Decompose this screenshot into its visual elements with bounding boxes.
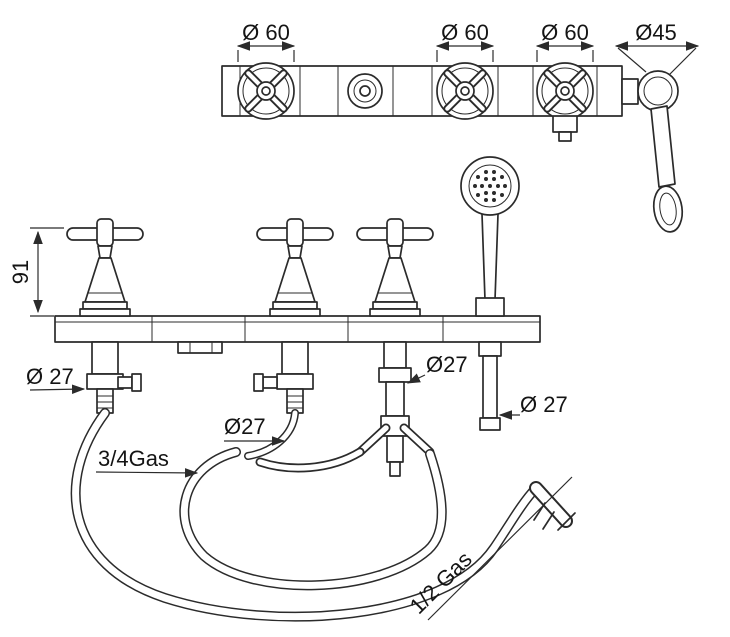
cross-handle-top-left — [238, 63, 294, 119]
dim-dia27-shower: Ø 27 — [498, 392, 568, 420]
dim-label-dia60-right: Ø 60 — [541, 20, 589, 45]
handshower-holder-socket — [475, 297, 505, 317]
diverter-tee-body — [378, 341, 412, 477]
dim-label-dia27-shower: Ø 27 — [520, 392, 568, 417]
spray-face-dots — [473, 170, 507, 202]
valve-body-left — [86, 341, 142, 414]
dim-dia60-left: Ø 60 — [236, 20, 296, 62]
handshower-front-handle — [481, 213, 499, 301]
dim-label-dia60-middle: Ø 60 — [441, 20, 489, 45]
top-view — [221, 63, 684, 233]
spout-top-view — [347, 73, 383, 109]
cross-handle-top-right — [537, 63, 593, 119]
dim-label-dia27-tee: Ø27 — [426, 352, 468, 377]
front-annotations: 91 Ø 27 Ø27 Ø27 Ø 27 3/4Gas 1/2 Gas — [8, 227, 573, 621]
front-view — [54, 156, 541, 477]
dim-dia60-middle: Ø 60 — [435, 20, 495, 62]
dim-34gas: 3/4Gas — [95, 446, 199, 478]
top-dimensions: Ø 60 Ø 60 Ø 60 Ø45 — [236, 20, 700, 75]
deck-joint-lines — [151, 315, 444, 343]
handshower-handle — [650, 105, 676, 188]
handshower-front-view — [460, 156, 520, 317]
dim-dia27-tee: Ø27 — [406, 352, 468, 384]
tee-angled-ports — [355, 423, 435, 457]
left-port-pipe — [255, 447, 365, 473]
dim-91: 91 — [8, 227, 64, 317]
dim-label-34gas: 3/4Gas — [98, 446, 169, 471]
deck-plate-outline — [54, 315, 541, 343]
hose-end-fitting — [529, 481, 576, 531]
handshower-top-view — [621, 70, 684, 233]
dim-label-dia45: Ø45 — [635, 20, 677, 45]
handshower-tail-pipe — [478, 341, 502, 431]
plate-joint-lines — [239, 65, 598, 117]
hose-inner-loop — [179, 447, 447, 591]
hose-outer-loop — [70, 408, 541, 622]
diverter-knob-top — [552, 115, 578, 142]
hoses — [70, 408, 576, 622]
dim-label-91: 91 — [8, 260, 33, 284]
dim-dia60-right: Ø 60 — [535, 20, 595, 62]
mounting-bracket — [177, 341, 223, 354]
dim-label-dia60-left: Ø 60 — [242, 20, 290, 45]
dim-dia27-left: Ø 27 — [26, 364, 86, 395]
dim-dia27-mid: Ø27 — [224, 414, 286, 446]
cross-handle-top-middle — [437, 63, 493, 119]
dim-label-dia27-left: Ø 27 — [26, 364, 74, 389]
dim-dia45: Ø45 — [614, 20, 700, 75]
dim-label-dia27-mid: Ø27 — [224, 414, 266, 439]
